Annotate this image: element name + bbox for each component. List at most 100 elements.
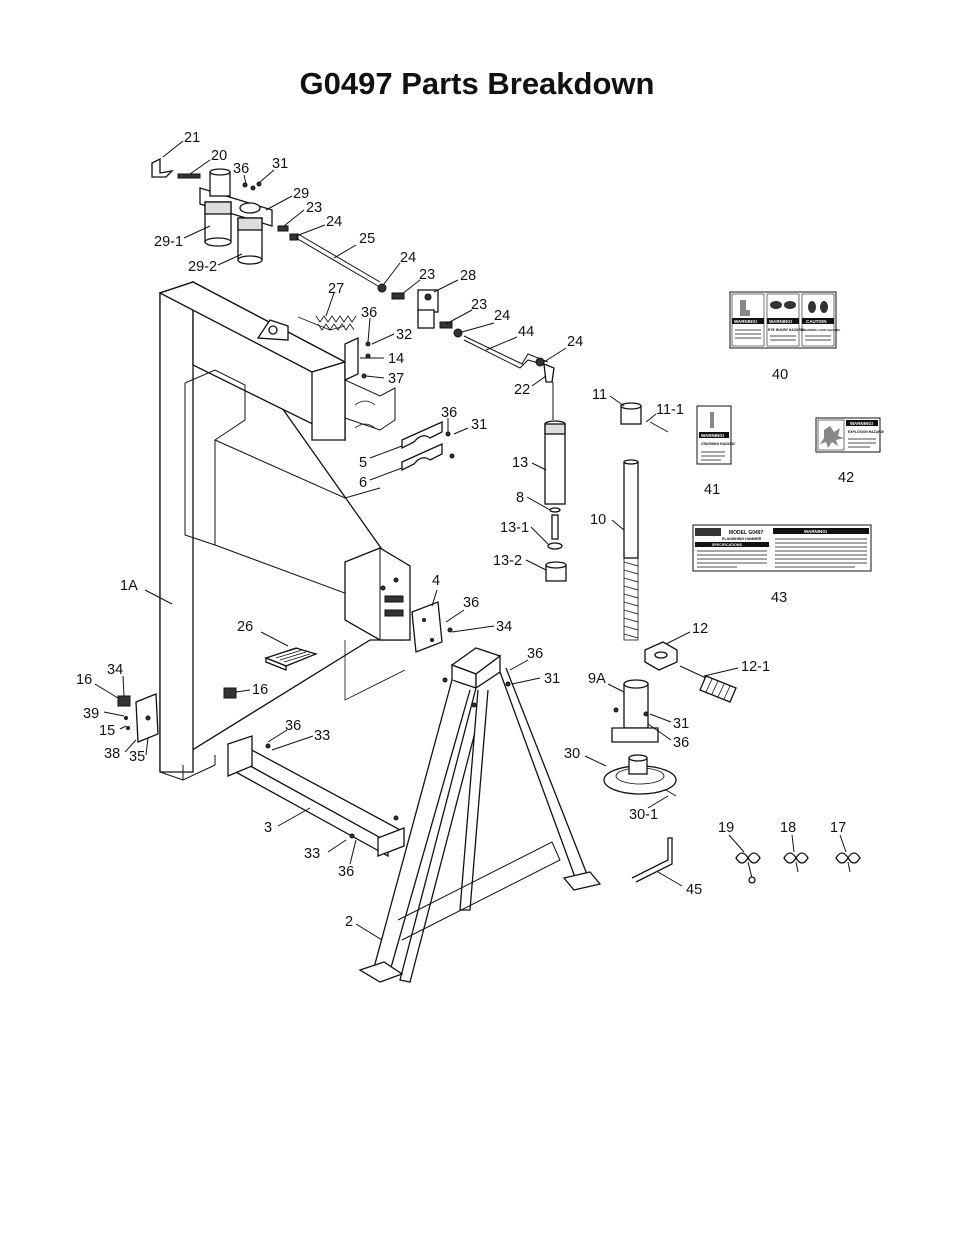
label-43-warning: WARNING! [804, 529, 828, 534]
callout-2: 2 [345, 914, 353, 930]
callout-38: 38 [104, 746, 120, 762]
callout-39: 39 [83, 706, 99, 722]
callout-36d: 36 [463, 595, 479, 611]
callout-26: 26 [237, 619, 253, 635]
label-40-warning-a: WARNING! [734, 319, 758, 324]
label-40-caution: CAUTION [806, 319, 827, 324]
label-40-hearing-loss: HEARING LOSS HAZARD! [803, 328, 840, 332]
callout-36e: 36 [527, 646, 543, 662]
callout-13: 13 [512, 455, 528, 471]
callout-19: 19 [718, 820, 734, 836]
label-43-model: MODEL G0497 [729, 530, 764, 536]
callout-31d: 31 [673, 716, 689, 732]
label-40: WARNING! WARNING! CAUTION EYE INJURY HAZ… [729, 291, 840, 349]
callout-24d: 24 [567, 334, 583, 350]
callout-15: 15 [99, 723, 115, 739]
callout-22: 22 [514, 382, 530, 398]
callout-36b: 36 [361, 305, 377, 321]
spring-bracket [315, 315, 371, 382]
callout-31b: 31 [471, 417, 487, 433]
callout-23a: 23 [306, 200, 322, 216]
callout-6: 6 [359, 475, 367, 491]
frame-1a [158, 280, 411, 781]
stand [358, 647, 602, 983]
hex-key [631, 837, 673, 883]
callout-11-1: 11-1 [656, 402, 684, 418]
callout-16a: 16 [76, 672, 92, 688]
page-title: G0497 Parts Breakdown [299, 66, 655, 101]
callout-41: 41 [704, 482, 720, 498]
callout-13-2: 13-2 [493, 553, 522, 569]
callout-30-1: 30-1 [629, 807, 658, 823]
callout-25: 25 [359, 231, 375, 247]
callout-12: 12 [692, 621, 708, 637]
callout-12-1: 12-1 [741, 659, 770, 675]
callout-18: 18 [780, 820, 796, 836]
cross-tube [227, 735, 406, 858]
label-40-warning-b: WARNING! [769, 319, 793, 324]
callout-32: 32 [396, 327, 412, 343]
callout-13-1: 13-1 [500, 520, 529, 536]
label-42-warning: WARNING! [850, 421, 874, 426]
callout-37: 37 [388, 371, 404, 387]
callout-43: 43 [771, 590, 787, 606]
callout-8: 8 [516, 490, 524, 506]
callout-36f: 36 [285, 718, 301, 734]
label-41-warning: WARNING! [701, 433, 725, 438]
callout-10: 10 [590, 512, 606, 528]
label-43-machine: PLANISHING HAMMER [722, 537, 762, 541]
label-42: WARNING! EXPLOSION HAZARD! [815, 417, 884, 453]
callout-29-1: 29-1 [154, 234, 183, 250]
callout-24a: 24 [326, 214, 342, 230]
callout-33a: 33 [314, 728, 330, 744]
callout-3: 3 [264, 820, 272, 836]
leader-lines [94, 140, 847, 941]
callout-30: 30 [564, 746, 580, 762]
callout-42: 42 [838, 470, 854, 486]
callout-35: 35 [129, 749, 145, 765]
callout-20: 20 [211, 148, 227, 164]
callout-1A: 1A [120, 578, 138, 594]
air-line [295, 233, 555, 383]
callout-34a: 34 [496, 619, 512, 635]
callout-4: 4 [432, 573, 440, 589]
callout-34b: 34 [107, 662, 123, 678]
cylinder-assembly [544, 382, 567, 582]
callout-36a: 36 [233, 161, 249, 177]
callout-11: 11 [592, 387, 607, 403]
callout-5: 5 [359, 455, 367, 471]
callout-44: 44 [518, 324, 534, 340]
base-wheel [603, 679, 677, 797]
label-43: MODEL G0497 PLANISHING HAMMER SPECIFICAT… [692, 524, 872, 572]
callout-31c: 31 [544, 671, 560, 687]
callout-36g: 36 [673, 735, 689, 751]
callout-36h: 36 [338, 864, 354, 880]
callout-23b: 23 [419, 267, 435, 283]
callout-31a: 31 [272, 156, 288, 172]
label-40-eye-injury: EYE INJURY HAZARD! [768, 328, 804, 332]
air-regulator-assembly [151, 157, 299, 265]
small-parts [117, 601, 453, 743]
callout-23c: 23 [471, 297, 487, 313]
callout-21: 21 [184, 130, 200, 146]
callout-29-2: 29-2 [188, 259, 217, 275]
callout-14: 14 [388, 351, 404, 367]
callout-24c: 24 [494, 308, 510, 324]
callout-45: 45 [686, 882, 702, 898]
fittings [735, 852, 861, 884]
callout-28: 28 [460, 268, 476, 284]
label-43-specifications: SPECIFICATIONS [712, 543, 742, 547]
callout-16b: 16 [252, 682, 268, 698]
callout-33b: 33 [304, 846, 320, 862]
label-42-explosion: EXPLOSION HAZARD! [848, 430, 884, 434]
callout-29: 29 [293, 186, 309, 202]
callout-9A: 9A [588, 671, 606, 687]
clamp-parts [401, 420, 455, 472]
callout-40: 40 [772, 367, 788, 383]
callout-27: 27 [328, 281, 344, 297]
callout-17: 17 [830, 820, 846, 836]
label-41-crushing: CRUSHING HAZARD! [701, 442, 735, 446]
lock-handle [644, 641, 737, 703]
hammer-column [620, 402, 669, 641]
